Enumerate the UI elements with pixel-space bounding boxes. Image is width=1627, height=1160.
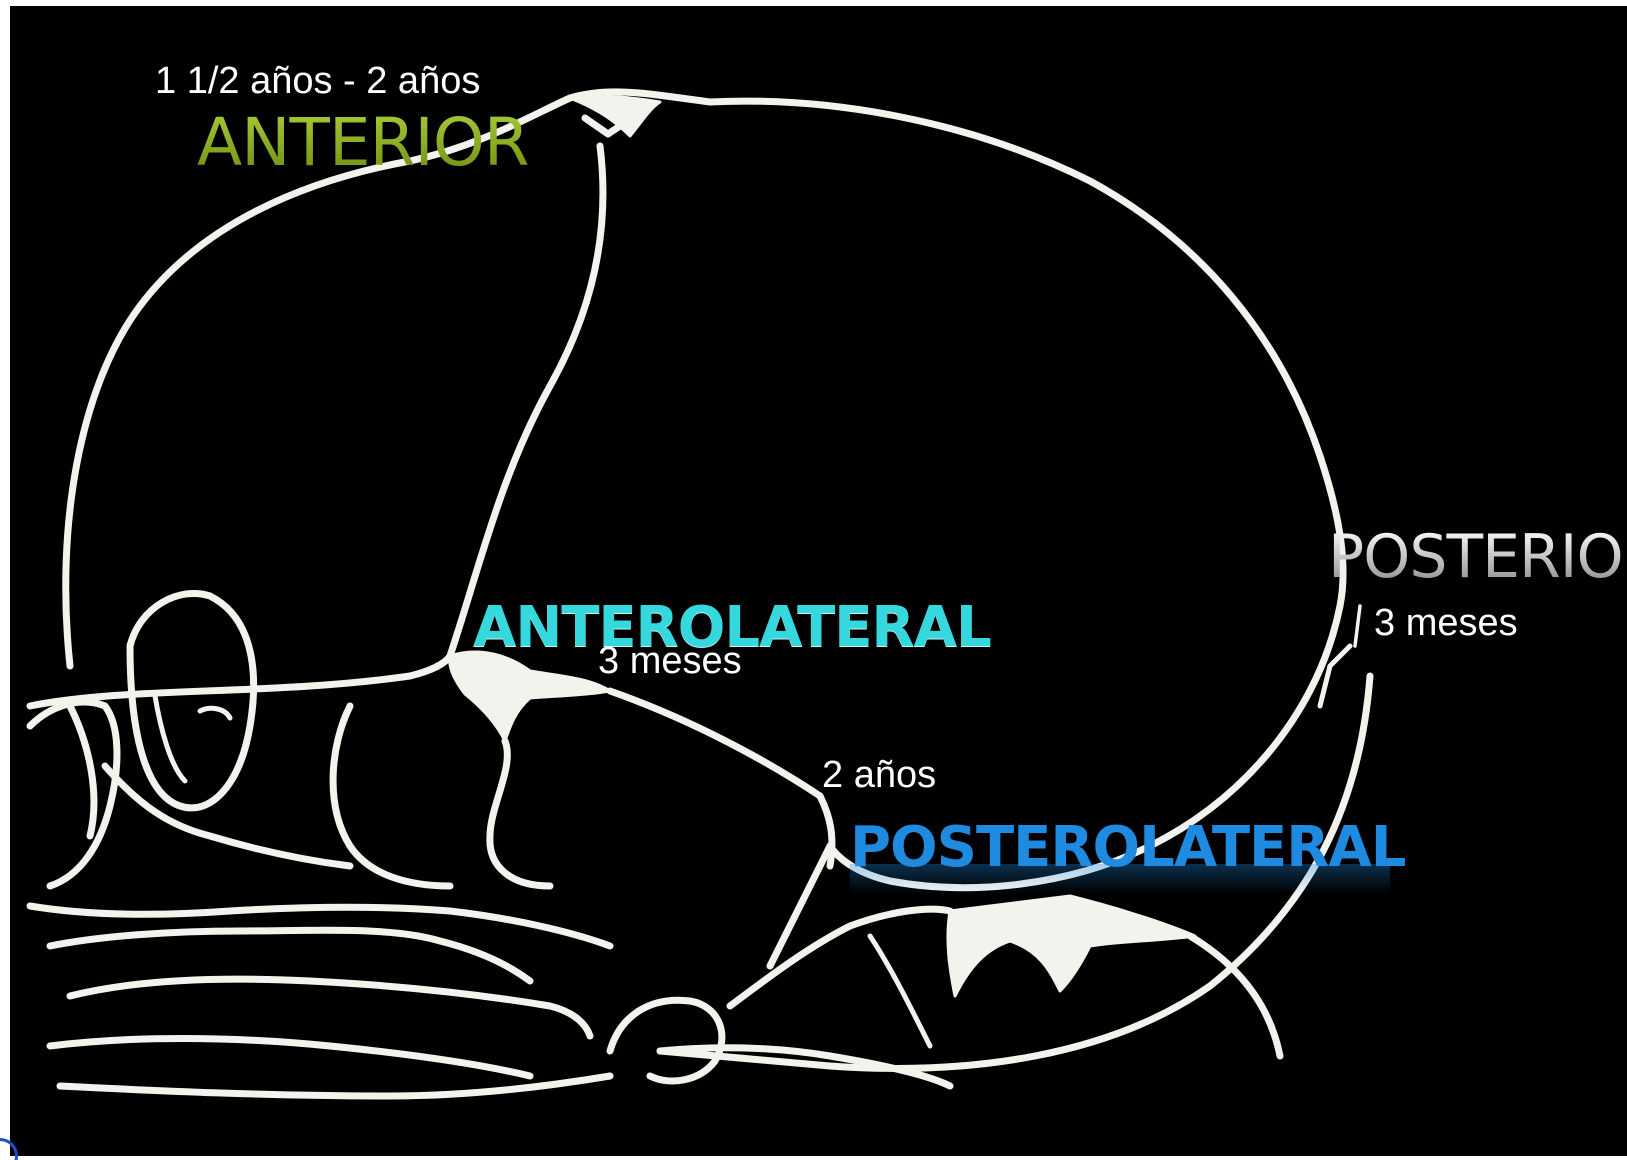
posterior-age-label: 3 meses — [1374, 604, 1518, 642]
posterolateral-age-label: 2 años — [822, 756, 936, 794]
anterolateral-age-label: 3 meses — [598, 642, 742, 680]
skull-diagram-panel: 1 1/2 años - 2 años ANTERIOR ANTEROLATER… — [10, 6, 1627, 1156]
anterior-age-label: 1 1/2 años - 2 años — [155, 62, 480, 100]
posterolateral-fontanelle-label: POSTEROLATERAL — [850, 820, 1405, 876]
posterior-fontanelle-label: POSTERIOR — [1328, 527, 1627, 587]
anterior-fontanelle-label: ANTERIOR — [197, 110, 529, 176]
